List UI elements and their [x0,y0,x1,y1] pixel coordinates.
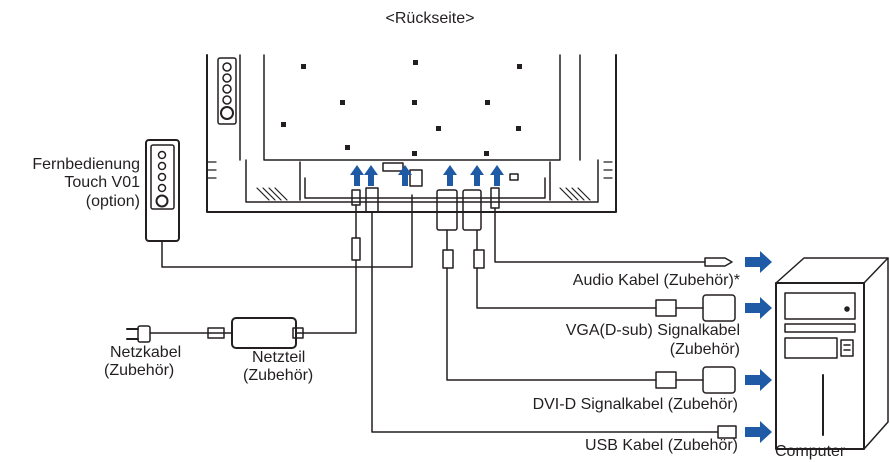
power-cord-label-1: Netzkabel [110,344,182,361]
remote-control [145,139,413,268]
arrows [350,165,772,443]
remote-label-3: (option) [85,193,140,210]
power-cord-label-2: (Zubehör) [104,362,175,379]
remote-label-2: Touch V01 [64,174,140,191]
page-title: <Rückseite> [385,10,475,27]
remote-label-1: Fernbedienung [32,156,140,173]
monitor-back [206,54,617,213]
vga-cable-label-1: VGA(D-sub) Signalkabel [565,322,740,339]
usb-cable-line [365,187,737,439]
audio-cable-label: Audio Kabel (Zubehör)* [572,272,740,289]
computer-tower [775,257,889,450]
vga-cable-line [462,189,736,322]
computer-label: Computer [775,443,846,460]
adapter-label-2: (Zubehör) [243,367,314,384]
usb-cable-label: USB Kabel (Zubehör) [585,437,738,454]
power-adapter [126,189,361,349]
audio-cable-line [490,187,733,267]
adapter-label-1: Netzteil [252,349,306,366]
dvi-cable-label: DVI-D Signalkabel (Zubehör) [532,396,738,413]
dvi-cable-line [436,189,736,394]
vga-cable-label-2: (Zubehör) [669,341,740,358]
